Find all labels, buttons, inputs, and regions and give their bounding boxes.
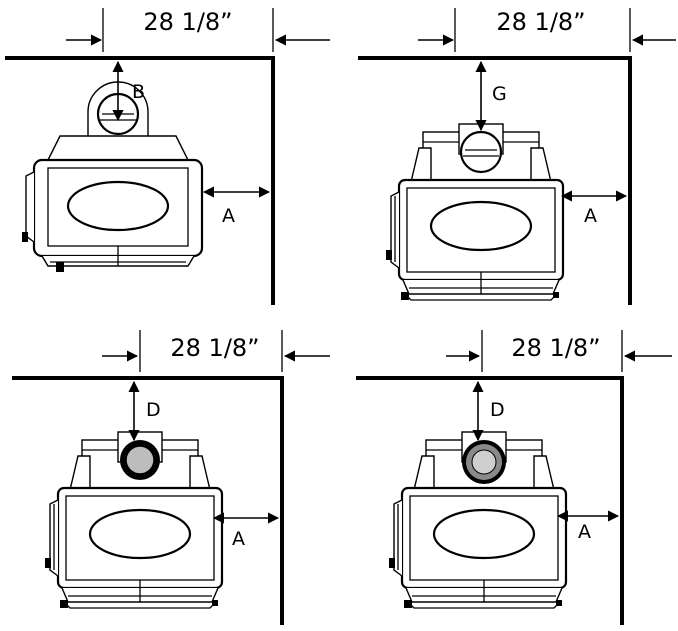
- clearance-label-side: A: [222, 205, 235, 227]
- clearance-label-side: A: [584, 205, 597, 227]
- corner-wall: [358, 56, 632, 305]
- stove-illustration: [387, 430, 568, 610]
- clearance-label-rear: D: [146, 399, 161, 421]
- stove-illustration: [384, 122, 565, 302]
- dimension-label: 28 1/8”: [511, 334, 600, 362]
- dimension-label: 28 1/8”: [170, 334, 259, 362]
- corner-wall: [12, 376, 284, 625]
- clearance-label-rear: G: [492, 83, 507, 105]
- clearance-label-rear: D: [490, 399, 505, 421]
- panel-top-right: 28 1/8” G A: [358, 8, 676, 305]
- clearance-label-rear: B: [132, 81, 145, 103]
- panel-bottom-right: 28 1/8” D A: [356, 330, 672, 625]
- panel-bottom-left: 28 1/8” D A: [12, 330, 330, 625]
- corner-wall: [356, 376, 624, 625]
- stove-illustration: [22, 81, 204, 272]
- clearance-label-side: A: [578, 521, 591, 543]
- stove-illustration: [43, 430, 224, 610]
- dimension-label: 28 1/8”: [496, 8, 585, 36]
- dimension-label: 28 1/8”: [143, 8, 232, 36]
- clearance-label-side: A: [232, 528, 245, 550]
- corner-wall: [5, 56, 275, 305]
- panel-top-left: 28 1/8” B A: [5, 8, 330, 305]
